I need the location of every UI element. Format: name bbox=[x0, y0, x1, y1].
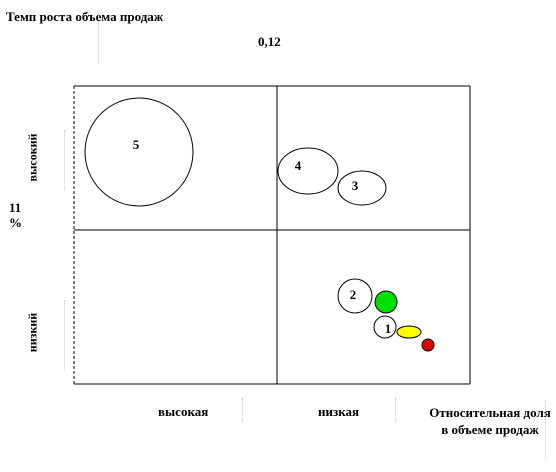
dotted-guide bbox=[395, 398, 398, 422]
growth-threshold-value: 0,12 bbox=[258, 34, 281, 49]
high-share-label: высокая bbox=[158, 404, 209, 419]
bubble-2 bbox=[337, 278, 373, 314]
dotted-guide bbox=[98, 14, 101, 64]
dotted-guide bbox=[545, 400, 548, 460]
bubble-5 bbox=[84, 97, 194, 207]
bubble-label: 3 bbox=[352, 178, 359, 193]
dotted-guide bbox=[242, 398, 245, 422]
x-axis-title: Относительная доля в объеме продаж bbox=[429, 405, 551, 437]
bubble-1 bbox=[373, 315, 397, 339]
growth-percent-sign: % bbox=[9, 214, 22, 230]
bubble-label: 4 bbox=[295, 158, 302, 173]
low-share-label: низкая bbox=[318, 404, 360, 419]
bubble-marker-7 bbox=[421, 338, 435, 352]
growth-percent-label: 11 % bbox=[9, 200, 22, 231]
bubble-marker-5 bbox=[374, 290, 398, 314]
bubble-4 bbox=[277, 147, 339, 195]
bubble-3 bbox=[337, 170, 387, 206]
bubbles-group: 5 4 3 2 1 bbox=[84, 97, 435, 352]
bubble-marker-6 bbox=[396, 325, 422, 339]
dotted-guide bbox=[64, 130, 67, 190]
growth-percent-number: 11 bbox=[9, 200, 22, 215]
dotted-guide bbox=[64, 300, 67, 370]
bubble-label: 1 bbox=[385, 321, 392, 336]
bubble-label: 2 bbox=[350, 287, 357, 302]
matrix-frame bbox=[73, 85, 471, 385]
bubble-label: 5 bbox=[133, 137, 140, 152]
